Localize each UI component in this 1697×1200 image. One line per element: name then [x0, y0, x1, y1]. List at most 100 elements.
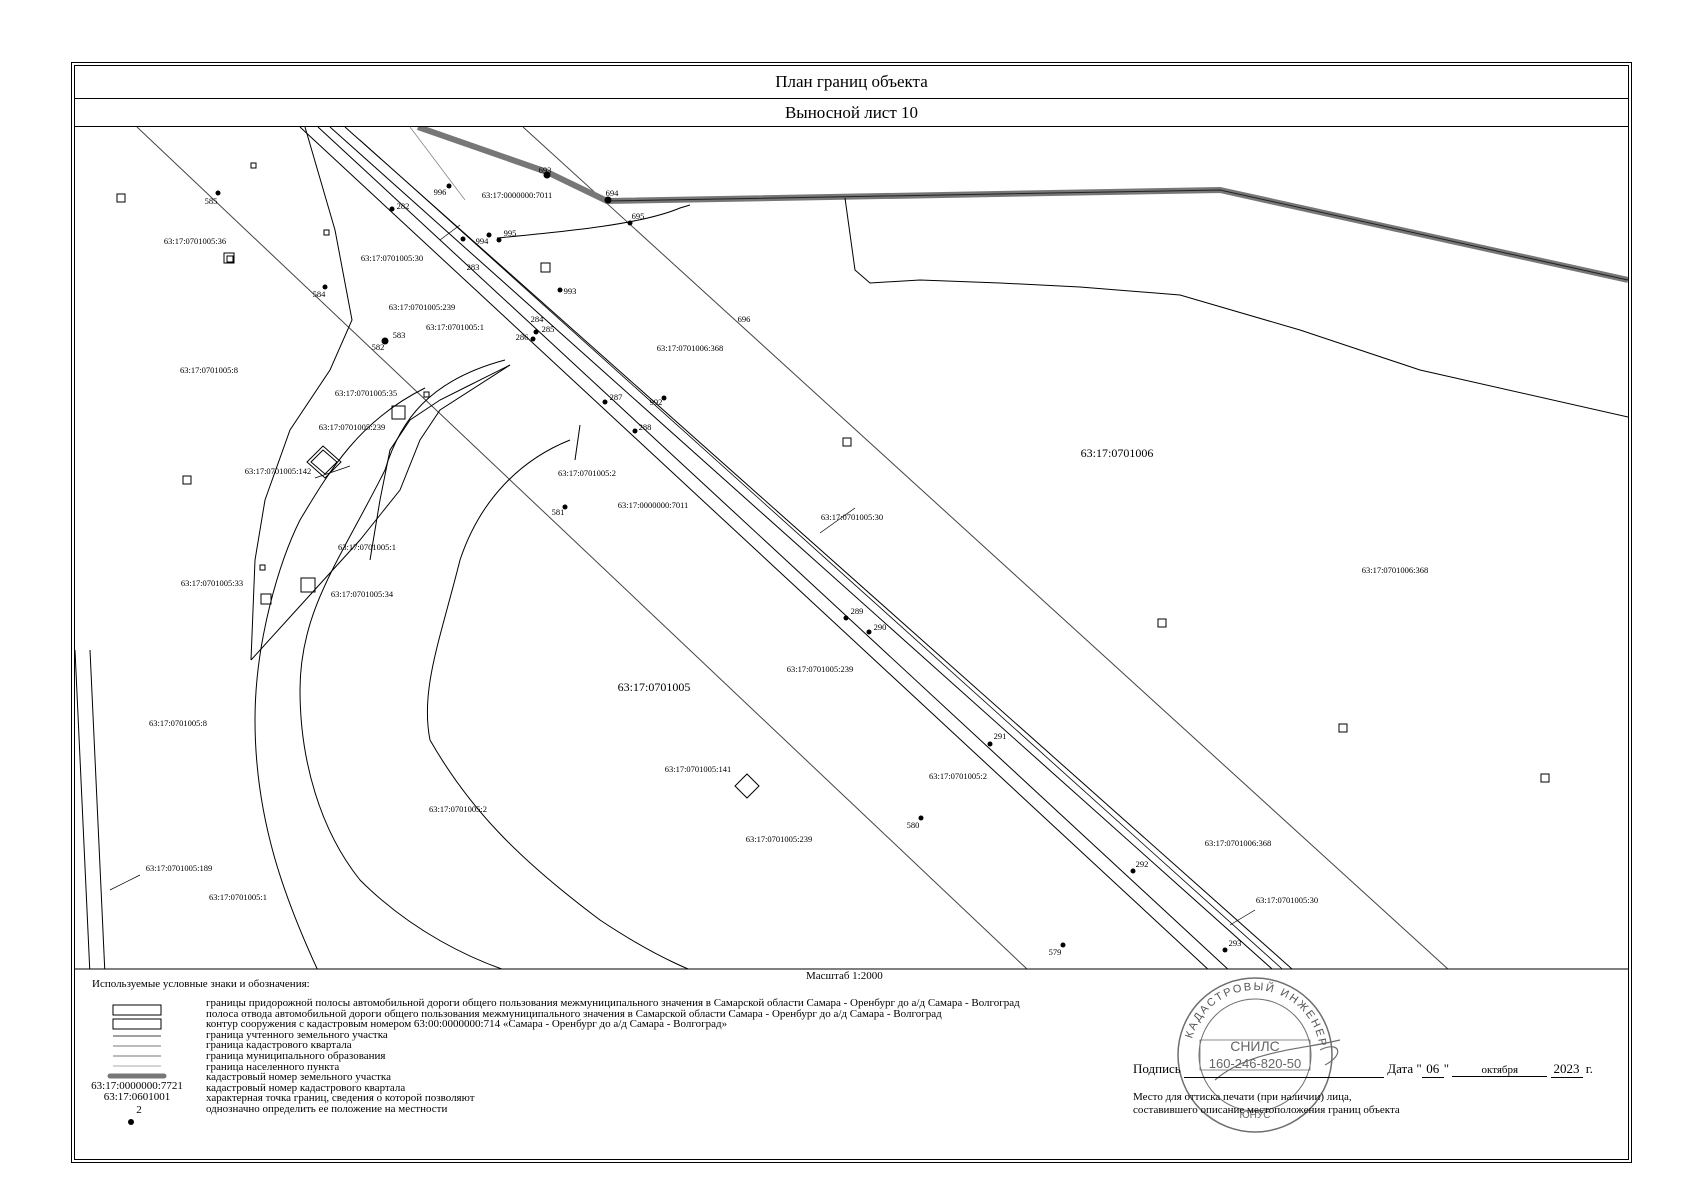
legend-item: граница населенного пункта	[206, 1060, 340, 1073]
engineer-stamp	[1177, 977, 1341, 1133]
legend-quarter-number-sample: 63:17:0601001	[103, 1091, 171, 1103]
point-label: 286	[516, 332, 529, 342]
parcel-label: 63:17:0701005:1	[426, 322, 484, 332]
point-label: 993	[564, 286, 577, 296]
stamp-center-number: 160-246-820-50	[1209, 1056, 1302, 1071]
point-label: 584	[313, 289, 327, 299]
parcel-label: 63:17:0701006:368	[1362, 565, 1429, 575]
parcel-label: 63:17:0701005:30	[1256, 895, 1318, 905]
point-label: 696	[738, 314, 751, 324]
map-scale: Масштаб 1:2000	[806, 970, 883, 982]
parcel-label: 63:17:0701005:2	[929, 771, 987, 781]
right-of-way-line	[299, 127, 1209, 969]
point-label: 693	[539, 165, 552, 175]
parcel-boundary	[369, 364, 511, 561]
municipal-boundary-line	[606, 189, 1628, 281]
point-label: 582	[372, 342, 385, 352]
date-day: 06	[1421, 1061, 1444, 1078]
parcel-label: 63:17:0701005:1	[209, 892, 267, 902]
right-of-way-line	[359, 139, 1283, 969]
legend-item: кадастровый номер земельного участка	[206, 1071, 391, 1084]
legend-item: кадастровый номер кадастрового квартала	[206, 1081, 406, 1094]
legend-item: полоса отвода автомобильной дороги общег…	[206, 1007, 942, 1020]
parcel-label: 63:17:0701005:239	[787, 664, 854, 674]
right-of-way-line	[329, 127, 1273, 969]
point-label: 291	[994, 731, 1007, 741]
sheet-inner-frame	[74, 65, 1629, 1160]
parcel-boundary	[250, 364, 511, 661]
parcel-label: 63:17:0701005:8	[149, 718, 207, 728]
point-label: 282	[397, 201, 410, 211]
point-label: 992	[650, 397, 663, 407]
legend-right-of-way-symbol	[112, 1018, 162, 1030]
date-label: Дата	[1387, 1061, 1414, 1076]
parcel-label: 63:17:0701005:141	[665, 764, 732, 774]
point-label: 287	[610, 392, 623, 402]
parcel-boundary	[426, 439, 690, 969]
legend-item: контур сооружения с кадастровым номером …	[206, 1018, 728, 1031]
legend-heading: Используемые условные знаки и обозначени…	[92, 978, 310, 990]
parcel-label: 63:17:0701005:239	[389, 302, 456, 312]
point-label: 292	[1136, 859, 1149, 869]
parcel-label: 63:17:0701005:1	[338, 542, 396, 552]
roadside-strip-line	[136, 127, 1028, 969]
right-of-way-line	[317, 127, 1229, 969]
point-label: 994	[476, 236, 490, 246]
legend-item: граница муниципального образования	[206, 1049, 386, 1062]
parcel-label: 63:17:0701005:2	[429, 804, 487, 814]
point-label: 995	[504, 228, 517, 238]
parcel-label: 63:17:0701005:36	[164, 236, 226, 246]
parcel-label: 63:17:0701005:189	[146, 863, 213, 873]
legend-item: однозначно определить ее положение на ме…	[206, 1102, 448, 1115]
parcel-label: 63:17:0000000:7011	[618, 500, 689, 510]
parcel-label: 63:17:0701005:30	[821, 512, 883, 522]
right-of-way-line	[344, 127, 1293, 969]
parcel-label: 63:17:0701005:142	[245, 466, 312, 476]
parcel-boundary	[250, 127, 353, 661]
legend-parcel-number-sample: 63:17:0000000:7721	[91, 1080, 183, 1092]
point-label: 581	[552, 507, 565, 517]
signature-row: Подпись Дата "06" октября 2023 г.	[1133, 1061, 1593, 1078]
plan-title: План границ объекта	[74, 65, 1629, 99]
settlement-boundary	[844, 197, 1628, 418]
seal-note-line: Место для оттиска печати (при наличии) л…	[1133, 1091, 1352, 1103]
point-label: 283	[467, 262, 480, 272]
signature-label: Подпись	[1133, 1061, 1181, 1076]
seal-note-line: составившего описание местоположения гра…	[1133, 1104, 1400, 1116]
point-label: 284	[531, 314, 545, 324]
point-label: 695	[632, 211, 645, 221]
date-year-suffix: г.	[1585, 1061, 1593, 1076]
quarter-label: 63:17:0701005	[618, 680, 691, 694]
point-label: 694	[606, 188, 620, 198]
point-label: 285	[542, 324, 555, 334]
parcel-label: 63:17:0701005:33	[181, 578, 243, 588]
parcel-label: 63:17:0701005:30	[361, 253, 423, 263]
legend-item: граница учтенного земельного участка	[206, 1028, 388, 1041]
seal-note: Место для оттиска печати (при наличии) л…	[1133, 1091, 1400, 1117]
sheet-number: Выносной лист 10	[74, 99, 1629, 127]
signature-field	[1184, 1061, 1384, 1078]
date-year: 2023	[1550, 1061, 1583, 1078]
legend-item: граница кадастрового квартала	[206, 1039, 352, 1052]
legend-point-number-sample: 2	[136, 1104, 142, 1116]
quarter-label: 63:17:0701006	[1081, 446, 1154, 460]
parcel-label: 63:17:0701006:368	[657, 343, 724, 353]
parcel-label: 63:17:0701005:2	[558, 468, 616, 478]
parcel-boundary	[299, 359, 506, 969]
stamp-bottom-text: ЮНУС	[1240, 1110, 1271, 1121]
parcel-boundary	[496, 204, 691, 239]
point-label: 289	[851, 606, 864, 616]
parcel-label: 63:17:0000000:7011	[482, 190, 553, 200]
legend-point-symbol	[128, 1119, 134, 1125]
date-month: октября	[1452, 1064, 1548, 1077]
point-label: 580	[907, 820, 920, 830]
parcel-label: 63:17:0701005:8	[180, 365, 238, 375]
parcel-label: 63:17:0701005:35	[335, 388, 397, 398]
parcel-label: 63:17:0701005:239	[319, 422, 386, 432]
parcel-label: 63:17:0701005:34	[331, 589, 394, 599]
roadside-strip-line	[522, 127, 1449, 969]
legend-item: характерная точка границ, сведения о кот…	[206, 1092, 475, 1105]
parcel-boundary	[574, 424, 581, 461]
point-label: 585	[205, 196, 218, 206]
